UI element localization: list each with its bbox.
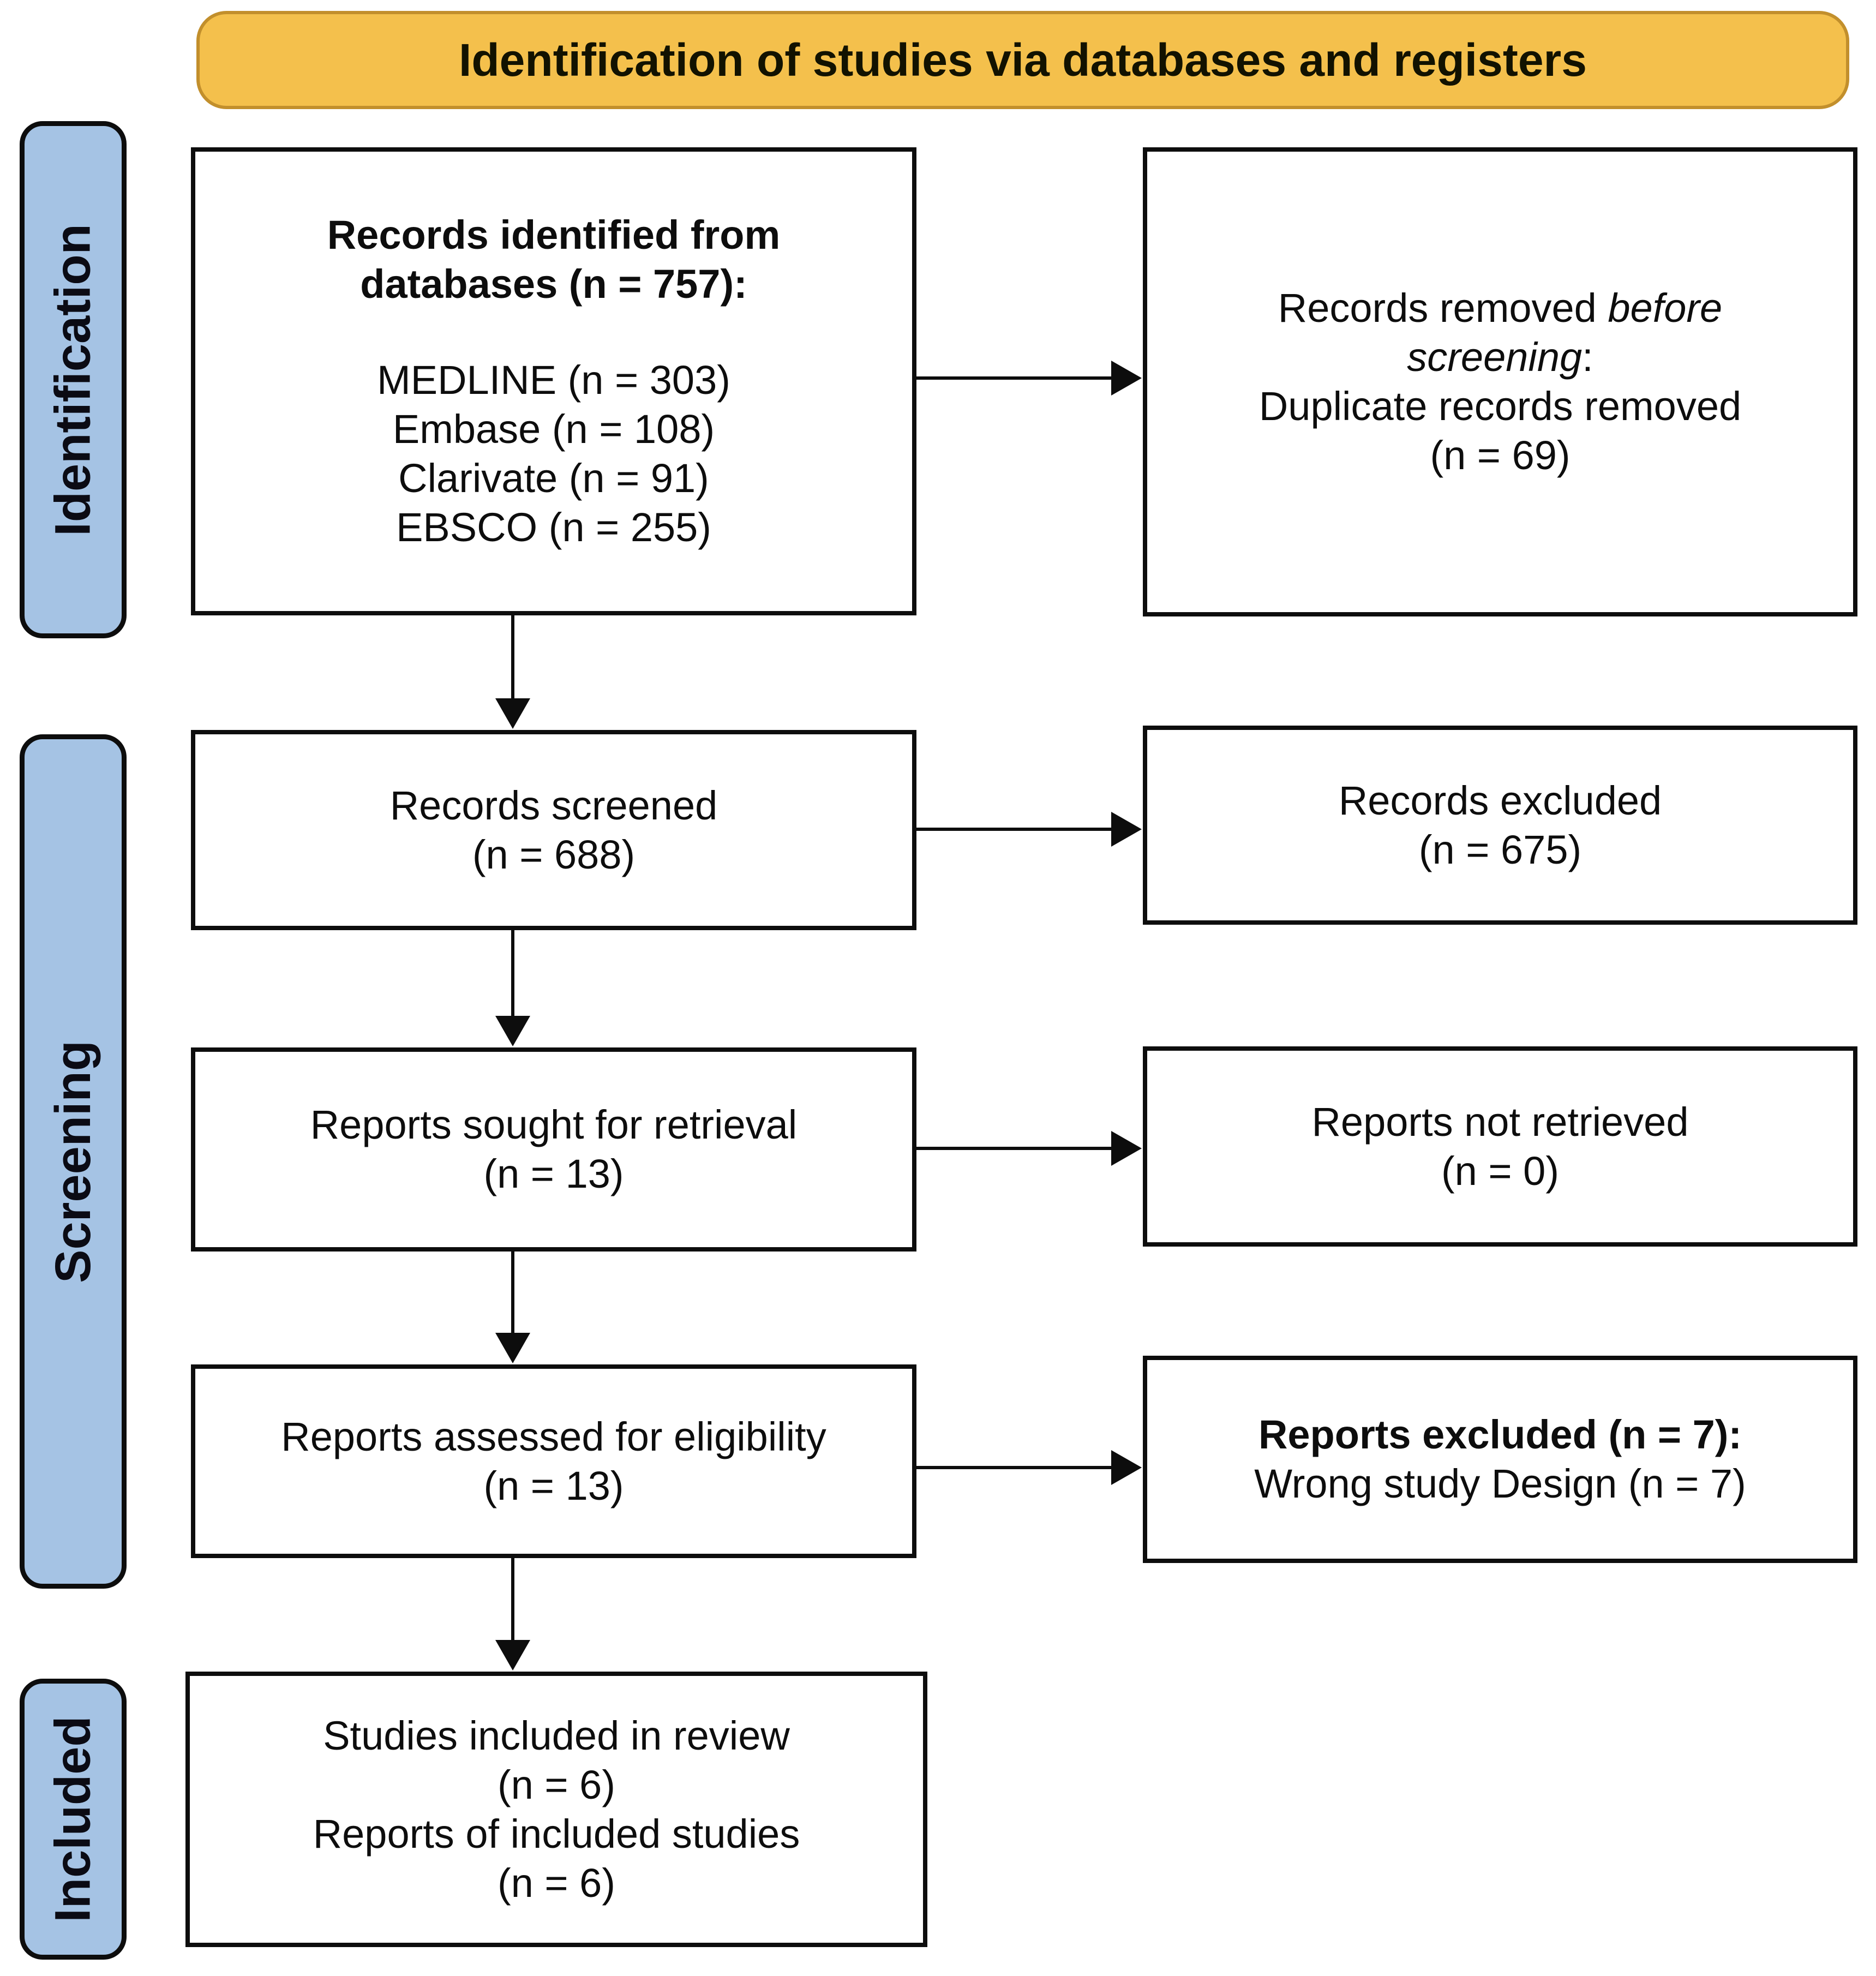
- box-records-excluded: Records excluded (n = 675): [1143, 726, 1857, 925]
- header-banner: Identification of studies via databases …: [196, 11, 1849, 109]
- records-identified-source-ebsco: EBSCO (n = 255): [396, 505, 711, 550]
- records-removed-line2-italic: screening: [1407, 334, 1583, 380]
- arrow-sought-to-assessed-shaft: [511, 1252, 514, 1333]
- records-screened-line1: Records screened: [389, 782, 718, 828]
- arrow-screened-to-sought-shaft: [511, 930, 514, 1016]
- records-identified-source-embase: Embase (n = 108): [392, 406, 715, 452]
- records-identified-heading-line1: Records identified from: [327, 212, 781, 258]
- stage-label-included-text: Included: [45, 1716, 101, 1923]
- studies-included-line3: Reports of included studies: [313, 1811, 800, 1857]
- arrow-sought-to-notretrieved-head: [1111, 1131, 1142, 1166]
- arrow-identified-to-removed-head: [1111, 361, 1142, 396]
- reports-sought-line1: Reports sought for retrieval: [310, 1102, 798, 1147]
- arrow-identified-to-screened-shaft: [511, 615, 514, 698]
- stage-label-included: Included: [20, 1679, 127, 1960]
- arrow-screened-to-excluded-head: [1111, 812, 1142, 847]
- records-excluded-line2: (n = 675): [1418, 827, 1582, 872]
- reports-not-retrieved-line1: Reports not retrieved: [1311, 1099, 1689, 1145]
- records-removed-line1-prefix: Records removed: [1278, 285, 1608, 331]
- records-identified-source-medline: MEDLINE (n = 303): [377, 357, 730, 403]
- records-removed-line2-suffix: :: [1582, 334, 1593, 380]
- records-removed-line1-italic: before: [1608, 285, 1723, 331]
- arrow-identified-to-screened-head: [495, 698, 530, 729]
- box-reports-not-retrieved: Reports not retrieved (n = 0): [1143, 1046, 1857, 1247]
- reports-assessed-line1: Reports assessed for eligibility: [281, 1414, 826, 1459]
- studies-included-line1: Studies included in review: [323, 1712, 790, 1758]
- reports-sought-line2: (n = 13): [483, 1151, 624, 1196]
- arrow-screened-to-excluded-shaft: [916, 828, 1111, 831]
- records-identified-source-clarivate: Clarivate (n = 91): [398, 456, 709, 501]
- arrow-assessed-to-reportsexcluded-shaft: [916, 1466, 1111, 1469]
- records-removed-line4: (n = 69): [1430, 433, 1571, 478]
- records-excluded-line1: Records excluded: [1338, 777, 1662, 823]
- box-reports-sought: Reports sought for retrieval (n = 13): [191, 1047, 916, 1252]
- reports-excluded-heading: Reports excluded (n = 7):: [1258, 1412, 1742, 1457]
- box-records-removed-before-screening: Records removed before screening: Duplic…: [1143, 147, 1857, 616]
- records-removed-line2: screening:: [1407, 333, 1593, 382]
- records-removed-line3: Duplicate records removed: [1258, 384, 1742, 429]
- studies-included-line4: (n = 6): [498, 1860, 615, 1906]
- reports-assessed-line2: (n = 13): [483, 1463, 624, 1508]
- arrow-assessed-to-included-shaft: [511, 1558, 514, 1640]
- stage-label-identification: Identification: [20, 121, 127, 638]
- records-removed-line1: Records removed before: [1278, 284, 1722, 333]
- box-reports-assessed: Reports assessed for eligibility (n = 13…: [191, 1364, 916, 1558]
- stage-label-identification-text: Identification: [45, 223, 101, 536]
- arrow-screened-to-sought-head: [495, 1016, 530, 1046]
- records-screened-line2: (n = 688): [472, 831, 636, 877]
- stage-label-screening-text: Screening: [45, 1040, 101, 1283]
- arrow-identified-to-removed-shaft: [916, 376, 1111, 380]
- arrow-sought-to-notretrieved-shaft: [916, 1147, 1111, 1150]
- arrow-assessed-to-reportsexcluded-head: [1111, 1450, 1142, 1485]
- arrow-assessed-to-included-head: [495, 1640, 530, 1670]
- reports-excluded-reason: Wrong study Design (n = 7): [1254, 1461, 1746, 1506]
- studies-included-line2: (n = 6): [498, 1762, 615, 1807]
- box-reports-excluded: Reports excluded (n = 7): Wrong study De…: [1143, 1356, 1857, 1563]
- arrow-sought-to-assessed-head: [495, 1333, 530, 1363]
- box-studies-included: Studies included in review (n = 6) Repor…: [185, 1672, 927, 1947]
- stage-label-screening: Screening: [20, 734, 127, 1589]
- header-title: Identification of studies via databases …: [459, 34, 1587, 86]
- records-identified-heading-line2: databases (n = 757):: [360, 261, 747, 307]
- reports-not-retrieved-line2: (n = 0): [1441, 1148, 1559, 1194]
- box-records-identified: Records identified from databases (n = 7…: [191, 147, 916, 615]
- box-records-screened: Records screened (n = 688): [191, 730, 916, 930]
